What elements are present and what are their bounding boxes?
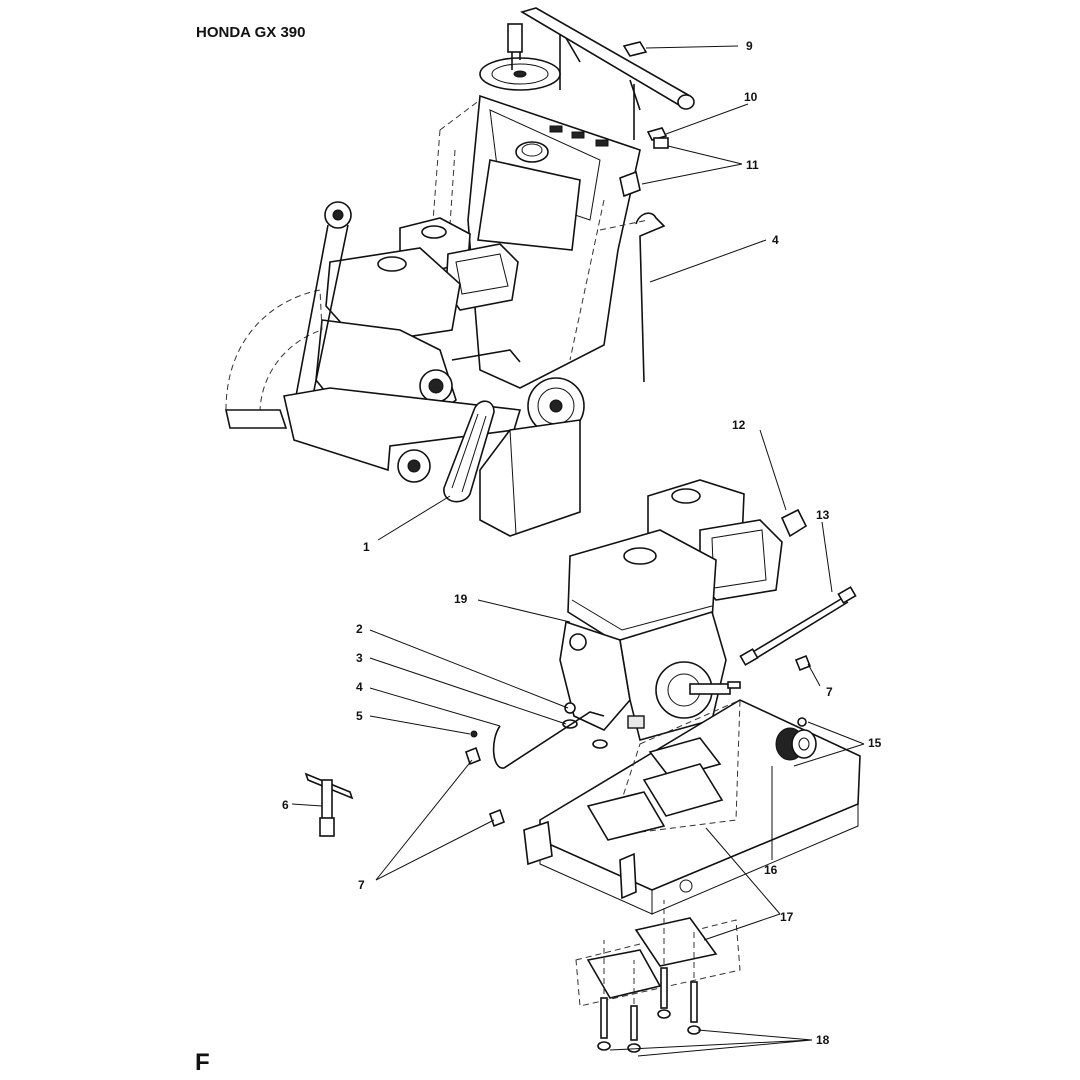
callout-16: 16 — [764, 863, 778, 877]
callout-17: 17 — [780, 910, 794, 924]
part-7-clip-a — [465, 746, 481, 766]
part-6-t-wrench — [304, 772, 354, 837]
connector-11 — [619, 170, 641, 198]
callout-11: 11 — [746, 158, 759, 172]
diagram-title: HONDA GX 390 — [196, 24, 305, 41]
callout-3: 3 — [356, 651, 363, 665]
belt-guard — [479, 419, 581, 537]
water-tank — [477, 141, 581, 251]
callout-7-right: 7 — [826, 685, 833, 699]
part-16-pulley — [775, 727, 817, 761]
callout-9: 9 — [746, 39, 753, 53]
section-letter: F — [195, 1049, 210, 1076]
part-5-screw — [470, 730, 478, 738]
part-12-switch — [780, 508, 808, 538]
callout-19: 19 — [454, 592, 468, 606]
callout-2: 2 — [356, 622, 363, 636]
blade-guard — [225, 201, 352, 429]
engine-exploded-view — [304, 479, 861, 1053]
callout-15: 15 — [868, 736, 882, 750]
upper-small-parts — [619, 41, 669, 198]
part-15-pin — [797, 717, 807, 727]
mounting-hardware — [470, 702, 608, 769]
callout-7-left: 7 — [358, 878, 365, 892]
handlebar — [519, 7, 695, 140]
callout-1: 1 — [363, 540, 370, 554]
callout-6: 6 — [282, 798, 289, 812]
part-7-clip-right — [794, 654, 812, 672]
callout-18: 18 — [816, 1033, 830, 1047]
depth-wheel — [479, 23, 561, 91]
saw-assembly-overview — [225, 7, 695, 537]
cap-11 — [653, 137, 669, 149]
callout-4-upper: 4 — [772, 233, 779, 247]
part-15-key — [727, 681, 741, 689]
part-13-cable — [739, 586, 857, 666]
callout-4-lower: 4 — [356, 680, 363, 694]
drive-belt — [443, 400, 495, 503]
decal-10 — [646, 127, 668, 141]
leader-lines — [291, 45, 865, 1057]
part-4-choke-wire — [492, 711, 605, 769]
callout-5: 5 — [356, 709, 363, 723]
callout-labels: 9 10 11 4 1 12 13 19 2 3 4 5 7 15 6 16 7… — [282, 39, 882, 1047]
part-3-washer-2 — [592, 739, 608, 749]
part-7-clip-b — [489, 808, 505, 828]
part-2-nut — [564, 702, 576, 714]
decal-9 — [622, 41, 648, 57]
saw-base — [283, 377, 585, 483]
throttle-cable — [599, 212, 666, 383]
engine-fuel-tank — [567, 479, 783, 647]
callout-10: 10 — [744, 90, 758, 104]
engine-crankcase — [559, 610, 731, 741]
callout-13: 13 — [816, 508, 830, 522]
callout-12: 12 — [732, 418, 746, 432]
part-17-shims — [575, 699, 741, 1007]
part-18-bolts — [597, 900, 701, 1053]
